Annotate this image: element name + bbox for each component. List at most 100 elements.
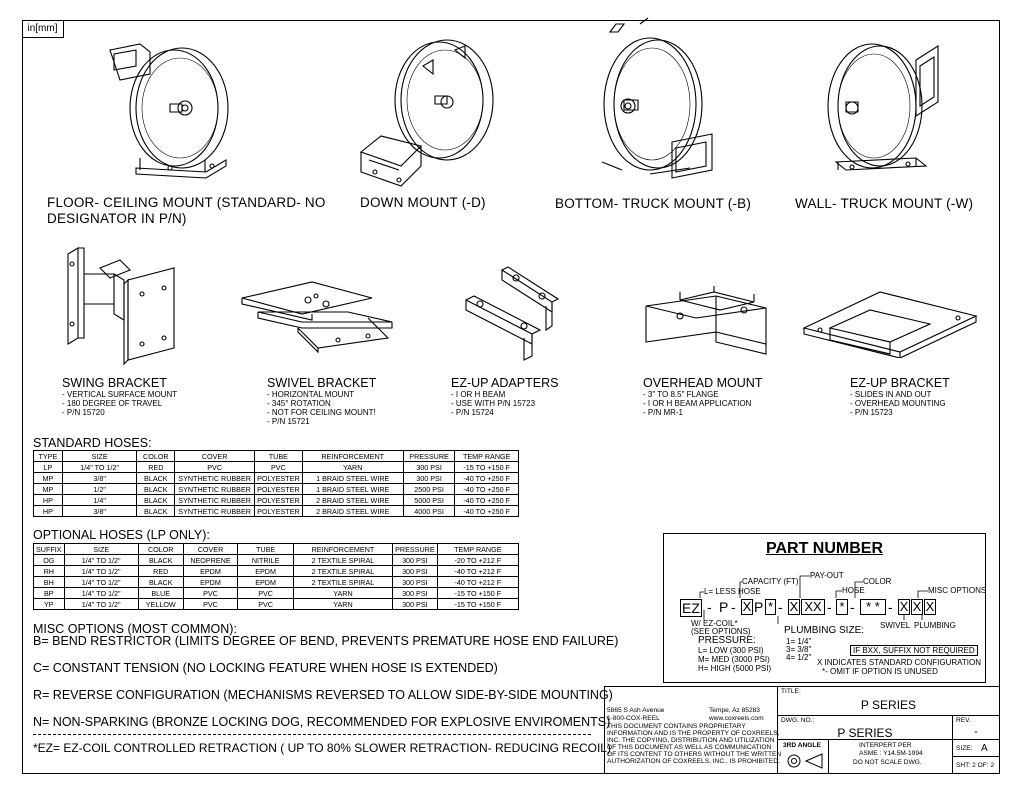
table-cell: -15 TO +150 F xyxy=(436,598,520,610)
capacity-label: CAPACITY (FT) xyxy=(742,577,799,586)
table-cell: 300 PSI xyxy=(392,587,438,599)
misc-options-title: MISC OPTIONS (MOST COMMON): xyxy=(33,622,237,636)
misc-divider xyxy=(33,734,591,735)
table-cell: -40 TO +212 F xyxy=(436,565,520,577)
misc-option-b: B= BEND RESTRICTOR (LIMITS DEGREE OF BEN… xyxy=(33,634,619,648)
bxx-note: IF BXX, SUFFIX NOT REQUIRED xyxy=(850,645,978,656)
notice-line-6: AUTHORIZATION OF COXREELS, INC., IS PROH… xyxy=(607,758,780,765)
mount-caption-wall-truck: WALL- TRUCK MOUNT (-W) xyxy=(795,196,974,211)
size-value: A xyxy=(981,743,988,754)
reel-bottom-truck-illustration xyxy=(601,17,713,179)
table-cell: 2 BRAID STEEL WIRE xyxy=(301,505,404,517)
swivel-bracket-title: SWIVEL BRACKET xyxy=(267,376,377,390)
ez-up-adapters-notes: - I OR H BEAM- USE WITH P/N 15723- P/N 1… xyxy=(451,390,536,417)
phone: 1-800-COX-REEL xyxy=(607,715,660,722)
table-cell: HP xyxy=(33,494,63,506)
notice-line-2: INFORMATION AND IS THE PROPERTY OF COXRE… xyxy=(607,730,780,737)
column-header: SIZE xyxy=(63,543,139,555)
code-color-stars: * * xyxy=(860,599,886,615)
table-cell: 1 BRAID STEEL WIRE xyxy=(301,483,404,495)
table-cell: PVC xyxy=(182,598,239,610)
table-cell: -40 TO +212 F xyxy=(436,576,520,588)
ez-up-adapters-title: EZ-UP ADAPTERS xyxy=(451,376,559,390)
table-header-row: TYPE SIZE COLOR COVER TUBE REINFORCEMENT… xyxy=(33,450,519,462)
swing-bracket-notes: - VERTICAL SURFACE MOUNT- 180 DEGREE OF … xyxy=(62,390,178,417)
table-cell: 1/4" TO 1/2" xyxy=(63,587,139,599)
table-cell: BLACK xyxy=(136,505,176,517)
code-star-1: * xyxy=(765,599,776,615)
table-cell: 300 PSI xyxy=(392,576,438,588)
table-cell: 300 PSI xyxy=(402,461,456,473)
table-cell: 1/4" TO 1/2" xyxy=(61,461,138,473)
table-cell: BLUE xyxy=(137,587,184,599)
table-cell: EPDM xyxy=(182,576,239,588)
table-cell: -15 TO +150 F xyxy=(436,587,520,599)
column-header: TEMP RANGE xyxy=(436,543,520,555)
table-cell: SYNTHETIC RUBBER xyxy=(174,505,256,517)
table-cell: YELLOW xyxy=(137,598,184,610)
table-cell: BLACK xyxy=(136,472,176,484)
table-cell: -40 TO +250 F xyxy=(454,483,519,495)
ez-up-adapters-illustration xyxy=(465,266,560,361)
column-header: TEMP RANGE xyxy=(454,450,519,462)
table-cell: 3/8" xyxy=(61,472,138,484)
plumbing-quarter: 1= 1/4" xyxy=(786,637,812,646)
standard-hoses-title: STANDARD HOSES: xyxy=(33,436,152,450)
column-header: TYPE xyxy=(33,450,63,462)
table-cell: -40 TO +250 F xyxy=(454,472,519,484)
city: Tempe, Az 85283 xyxy=(709,707,760,714)
ez-up-bracket-title: EZ-UP BRACKET xyxy=(850,376,950,390)
misc-options-label: MISC OPTIONS xyxy=(928,586,987,595)
title-label: TITLE: xyxy=(781,688,801,695)
rev-label: REV. xyxy=(956,717,971,724)
table-cell: BLACK xyxy=(137,554,184,566)
table-cell: -40 TO +250 F xyxy=(454,494,519,506)
column-header: COVER xyxy=(174,450,256,462)
code-dash-2: - xyxy=(731,599,736,615)
title-value: P SERIES xyxy=(860,698,917,712)
table-cell: EPDM xyxy=(237,576,294,588)
rev-value: - xyxy=(974,726,978,738)
column-header: PRESSURE xyxy=(402,450,456,462)
table-cell: 1/4" TO 1/2" xyxy=(63,598,139,610)
table-cell: -20 TO +212 F xyxy=(436,554,520,566)
notice-line-5: OF ITS CONTENT TO OTHERS WITHOUT THE WRI… xyxy=(607,751,782,758)
table-cell: PVC xyxy=(237,598,294,610)
code-dash-1: - xyxy=(707,599,712,615)
standard-hoses-table: TYPE SIZE COLOR COVER TUBE REINFORCEMENT… xyxy=(33,450,519,517)
drawing-frame xyxy=(22,20,1000,774)
less-hose-label: L= LESS HOSE xyxy=(704,587,761,596)
reel-down-mount-illustration xyxy=(359,39,494,187)
table-cell: NEOPRENE xyxy=(182,554,239,566)
notice-line-1: THIS DOCUMENT CONTAINS PROPRIETARY xyxy=(607,723,746,730)
table-cell: EPDM xyxy=(182,565,239,577)
optional-hoses-table: SUFFIX SIZE COLOR COVER TUBE REINFORCEME… xyxy=(33,543,520,610)
table-cell: 1/2" xyxy=(61,483,138,495)
swing-bracket-illustration xyxy=(67,247,175,366)
title-block-company: 5865 S Ash Avenue Tempe, Az 85283 1-800-… xyxy=(604,686,782,774)
table-cell: 2500 PSI xyxy=(402,483,456,495)
reel-floor-ceiling-illustration xyxy=(109,43,229,179)
table-cell: 1/4" TO 1/2" xyxy=(63,554,139,566)
table-cell: BH xyxy=(33,576,65,588)
table-cell: 300 PSI xyxy=(392,565,438,577)
table-cell: SYNTHETIC RUBBER xyxy=(174,494,256,506)
table-cell: YARN xyxy=(301,461,404,473)
pressure-med: M= MED (3000 PSI) xyxy=(698,655,770,664)
table-cell: BLACK xyxy=(137,576,184,588)
table-cell: 2 TEXTILE SPIRAL xyxy=(292,565,394,577)
table-cell: 2 BRAID STEEL WIRE xyxy=(301,494,404,506)
interpret-cell: INTERPERT PER ASME : Y14.5M-1994 DO NOT … xyxy=(828,739,953,774)
address: 5865 S Ash Avenue xyxy=(607,707,665,714)
table-cell: SYNTHETIC RUBBER xyxy=(174,483,256,495)
mount-caption-floor-ceiling: FLOOR- CEILING MOUNT (STANDARD- NO DESIG… xyxy=(47,195,326,226)
angle-label: 3RD ANGLE xyxy=(783,742,821,749)
omit-note: *- OMIT IF OPTION IS UNUSED xyxy=(822,667,938,676)
rev-cell: REV. - xyxy=(952,715,1000,740)
table-cell: OG xyxy=(33,554,65,566)
